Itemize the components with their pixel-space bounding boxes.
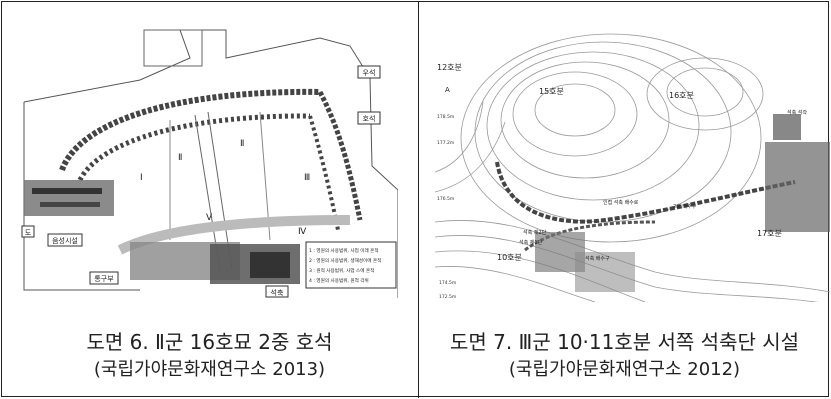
site-plan-figure-6: 우석 호석 음성시설 통구부 석축 도 Ⅰ Ⅱ Ⅱ Ⅲ Ⅴ Ⅳ 1 : 영원의 … bbox=[21, 29, 398, 298]
label-box-bottom-left: 통구부 bbox=[94, 275, 114, 283]
zone-label-5: Ⅴ bbox=[206, 213, 213, 223]
legend-item-3: 3 : 원적 사용범위, 사업 스에 흔적 bbox=[309, 267, 374, 274]
zone-label-3: Ⅱ bbox=[240, 139, 244, 149]
figure-7-caption: 도면 7. Ⅲ군 10·11호분 서쪽 석축단 시설 (국립가야문화재연구소 2… bbox=[419, 328, 830, 384]
map-label-elevation-1: 178.5m bbox=[437, 114, 454, 120]
figure-panel-7: 12호분 A 15호분 16호분 10호분 17호분 178.5m 177.2m… bbox=[419, 2, 830, 398]
map-label-note-6: 석축 석곽 bbox=[787, 109, 807, 116]
legend-item-1: 1 : 영원의 사용범위, 사업 이레 흔적 bbox=[309, 247, 379, 254]
map-label-mound-16: 16호분 bbox=[669, 91, 694, 100]
label-box-left: 음성시설 bbox=[52, 236, 78, 245]
map-label-elevation-5: 172.5m bbox=[439, 294, 456, 300]
label-box-mid-right: 호석 bbox=[363, 114, 376, 123]
figure-6-caption-title: 도면 6. Ⅱ군 16호묘 2중 호석 bbox=[86, 330, 333, 354]
legend-item-4: 4 : 영원의 사용범위, 원척 각위 bbox=[309, 277, 369, 284]
map-label-a: A bbox=[445, 86, 450, 94]
zone-label-4: Ⅲ bbox=[304, 173, 310, 183]
map-label-mound-17: 17호분 bbox=[757, 229, 782, 238]
contour-map-figure-7: 12호분 A 15호분 16호분 10호분 17호분 178.5m 177.2m… bbox=[435, 33, 830, 302]
label-box-top-right: 우석 bbox=[363, 68, 376, 77]
map-label-elevation-2: 177.2m bbox=[437, 140, 454, 146]
zone-label-2: Ⅱ bbox=[178, 153, 182, 163]
label-box-bottom: 석축 bbox=[271, 288, 284, 297]
map-label-mound-10: 10호분 bbox=[497, 253, 522, 262]
panel-divider bbox=[418, 2, 419, 398]
map-label-mound-15: 15호분 bbox=[539, 87, 564, 96]
figure-7-caption-source: (국립가야문화재연구소 2012) bbox=[508, 359, 741, 380]
legend-item-2: 2 : 영원의 사용범위, 생해성이에 흔적 bbox=[309, 257, 381, 264]
map-label-elevation-3: 176.5m bbox=[437, 196, 454, 202]
zone-label-1: Ⅰ bbox=[140, 173, 143, 183]
figure-panel-6: 우석 호석 음성시설 통구부 석축 도 Ⅰ Ⅱ Ⅱ Ⅲ Ⅴ Ⅳ 1 : 영원의 … bbox=[2, 2, 417, 398]
figure-6-caption-source: (국립가야문화재연구소 2013) bbox=[93, 359, 326, 380]
label-box-far-left: 도 bbox=[25, 229, 32, 237]
zone-label-6: Ⅳ bbox=[298, 227, 307, 237]
figure-6-caption: 도면 6. Ⅱ군 16호묘 2중 호석 (국립가야문화재연구소 2013) bbox=[2, 328, 417, 384]
map-label-note-4: 석축 배수구 bbox=[585, 255, 610, 262]
map-label-elevation-4: 174.5m bbox=[439, 280, 456, 286]
map-label-note-3: 석축 제1단 bbox=[519, 239, 543, 246]
map-label-note-5: 인접 석축 배수로 bbox=[603, 199, 639, 206]
map-label-note-1: 석축 제2단 bbox=[523, 229, 547, 236]
map-label-note-2: 2호 배수구 bbox=[673, 203, 697, 210]
figure-7-caption-title: 도면 7. Ⅲ군 10·11호분 서쪽 석축단 시설 bbox=[449, 330, 800, 354]
map-label-mound-12: 12호분 bbox=[437, 63, 462, 72]
